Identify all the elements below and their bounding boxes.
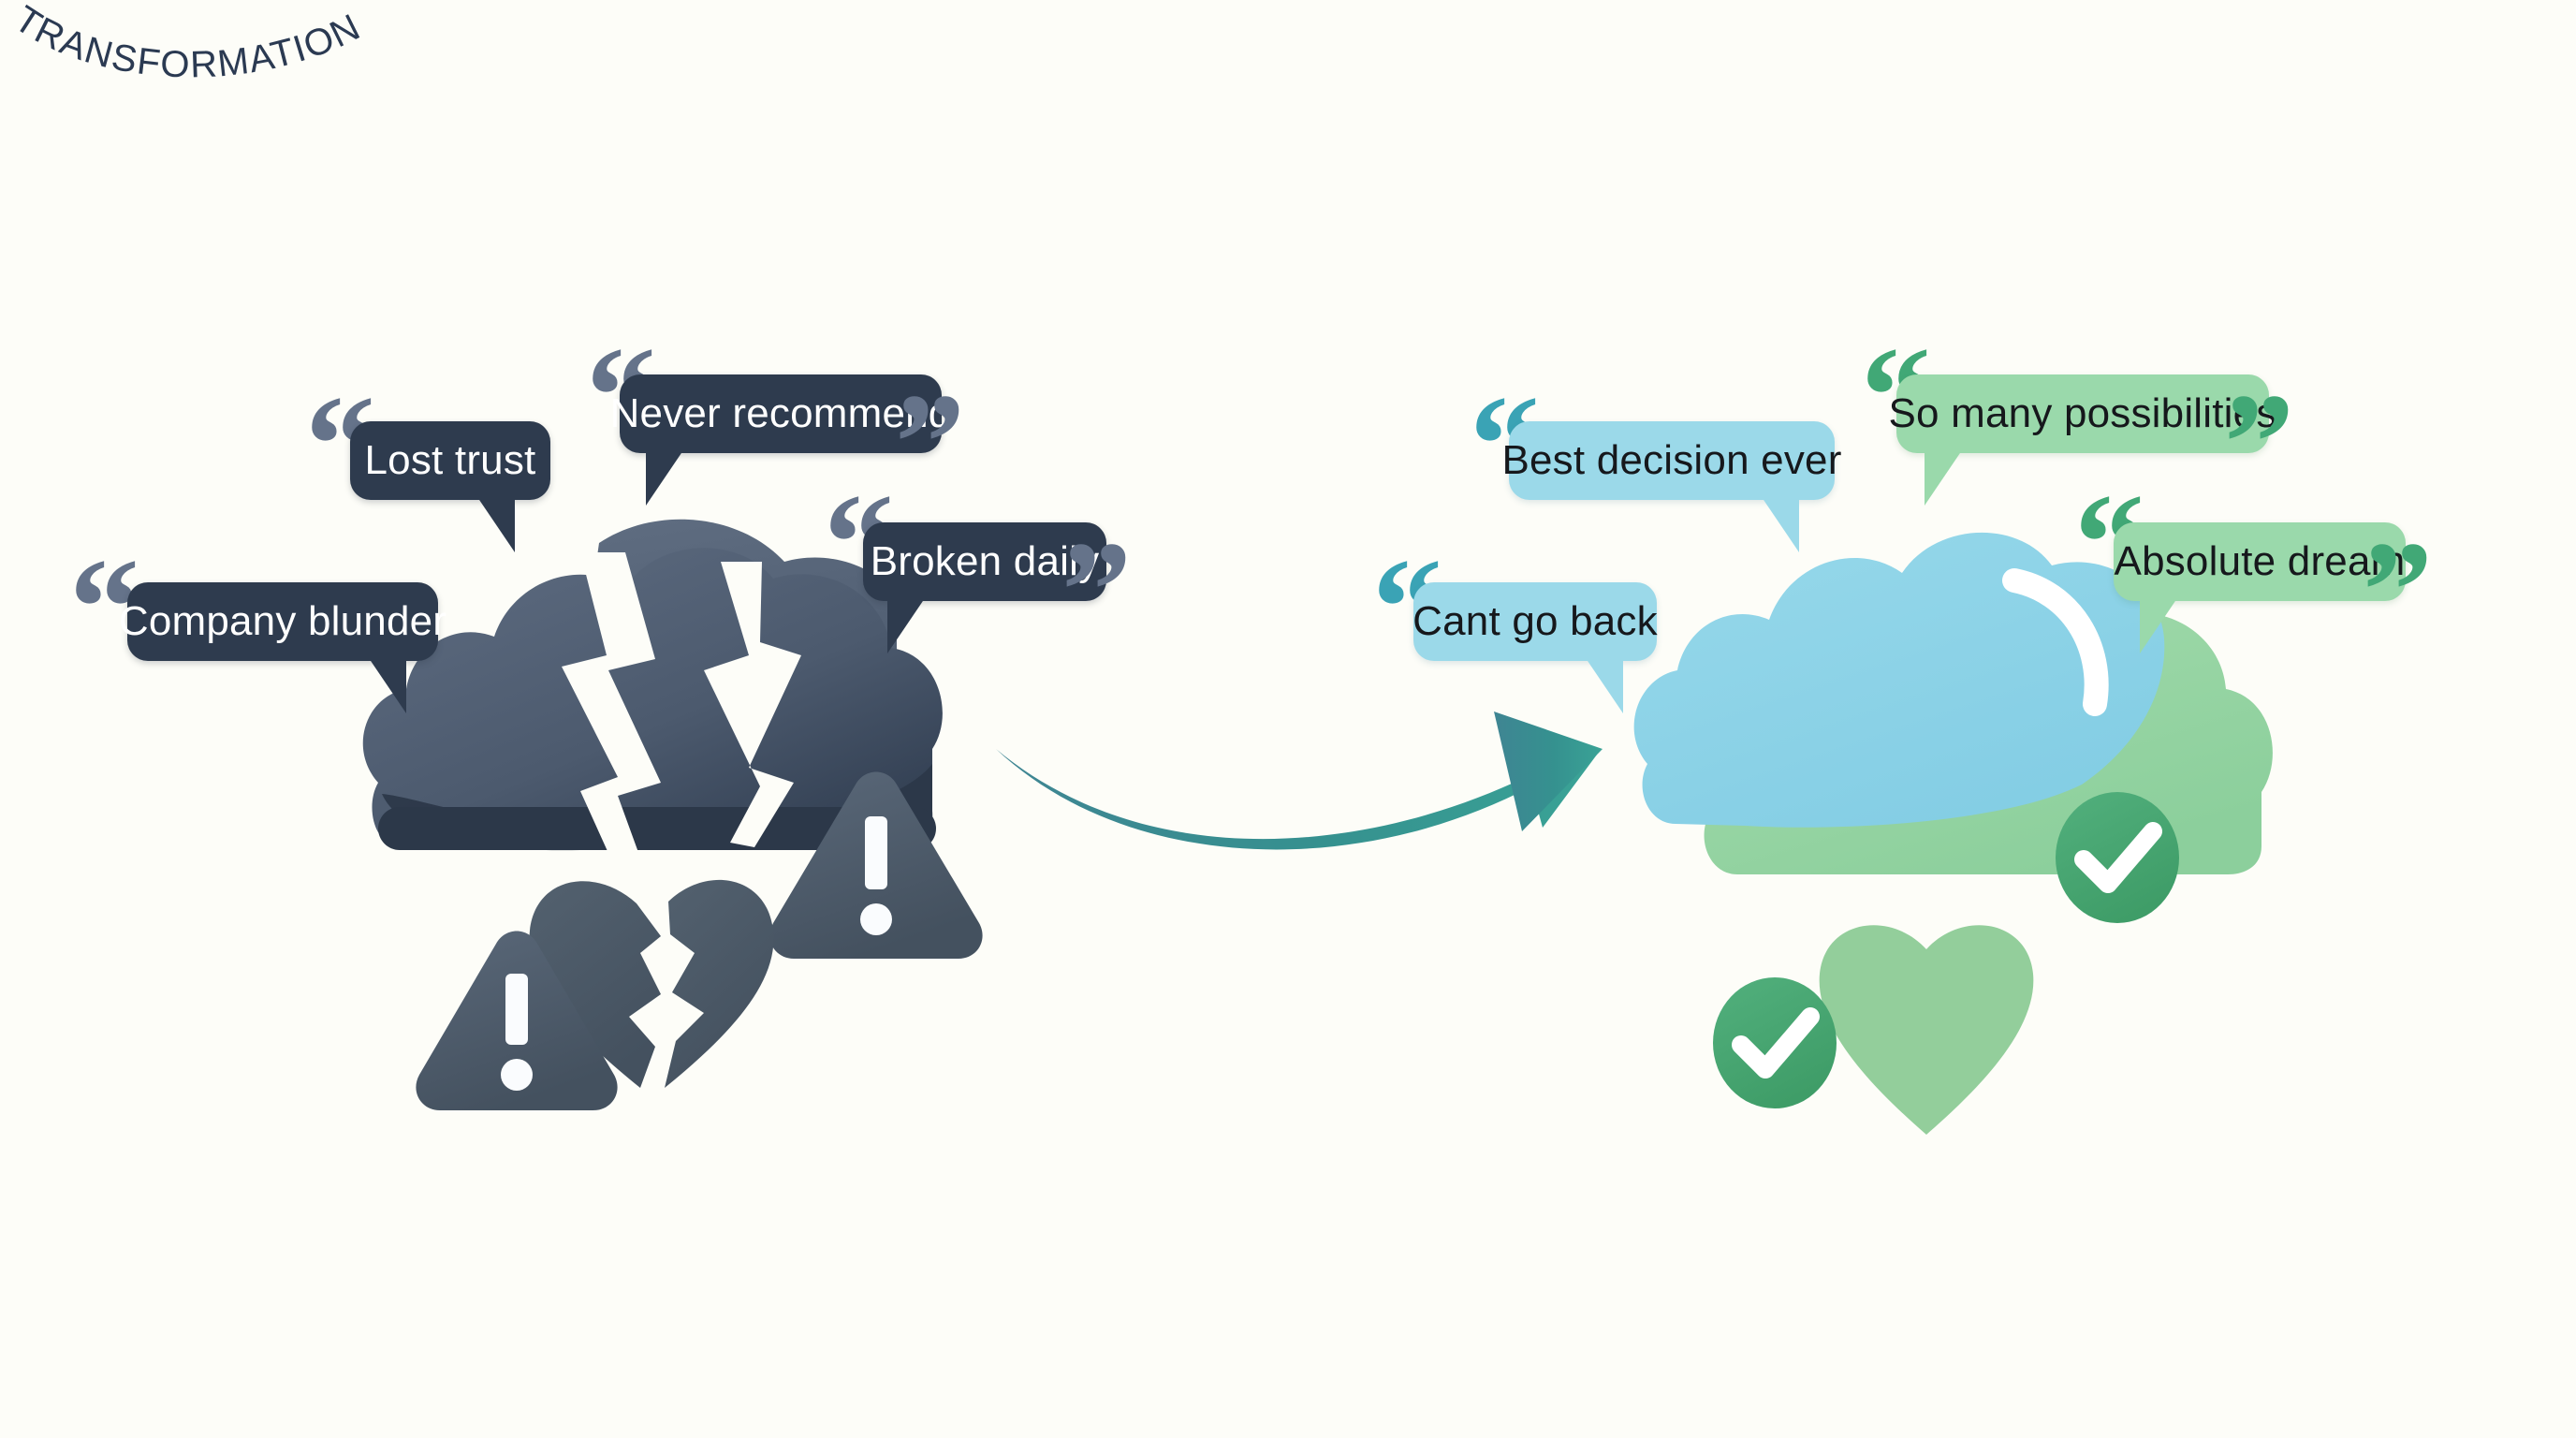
close-quote-icon: ”: [1061, 513, 1132, 668]
bubble-tail: [646, 448, 685, 506]
bubble-tail: [2140, 595, 2179, 653]
check-circle-icon: [2056, 792, 2179, 923]
bubble-never-recommend[interactable]: Never recommend: [610, 374, 951, 453]
bubble-cant-go-back[interactable]: Cant go back: [1412, 582, 1658, 661]
transformation-arrow: [996, 712, 1603, 850]
close-quote-icon: ”: [2224, 365, 2294, 521]
warning-triangle-icon: [416, 931, 618, 1110]
close-quote-icon: ”: [895, 365, 965, 521]
bubble-best-decision-ever[interactable]: Best decision ever: [1501, 421, 1841, 500]
bubble-text: Absolute dream: [2114, 538, 2406, 584]
bubble-text: Lost trust: [364, 437, 536, 483]
bubble-tail: [367, 655, 406, 713]
broken-cloud-icon: [362, 519, 943, 851]
warning-triangle-icon: [769, 771, 983, 959]
bubble-tail: [1584, 655, 1623, 713]
bubble-company-blunder[interactable]: Company blunder: [119, 582, 446, 661]
bubble-text: Company blunder: [118, 598, 447, 644]
bubble-tail: [476, 494, 515, 552]
bubble-tail: [1925, 448, 1964, 506]
bubble-tail: [887, 595, 927, 653]
bubble-so-many-possibilities[interactable]: So many possibilities: [1888, 374, 2276, 453]
bubble-tail: [1760, 494, 1799, 552]
bubble-text: Best decision ever: [1501, 437, 1842, 483]
close-quote-icon: ”: [2363, 513, 2433, 668]
bubble-lost-trust[interactable]: Lost trust: [350, 421, 550, 500]
broken-heart-icon: [529, 879, 774, 1088]
bubble-text: Cant go back: [1412, 598, 1658, 644]
heart-icon: [1819, 925, 2034, 1135]
check-circle-icon: [1713, 977, 1837, 1108]
bubble-text: So many possibilities: [1888, 390, 2277, 436]
